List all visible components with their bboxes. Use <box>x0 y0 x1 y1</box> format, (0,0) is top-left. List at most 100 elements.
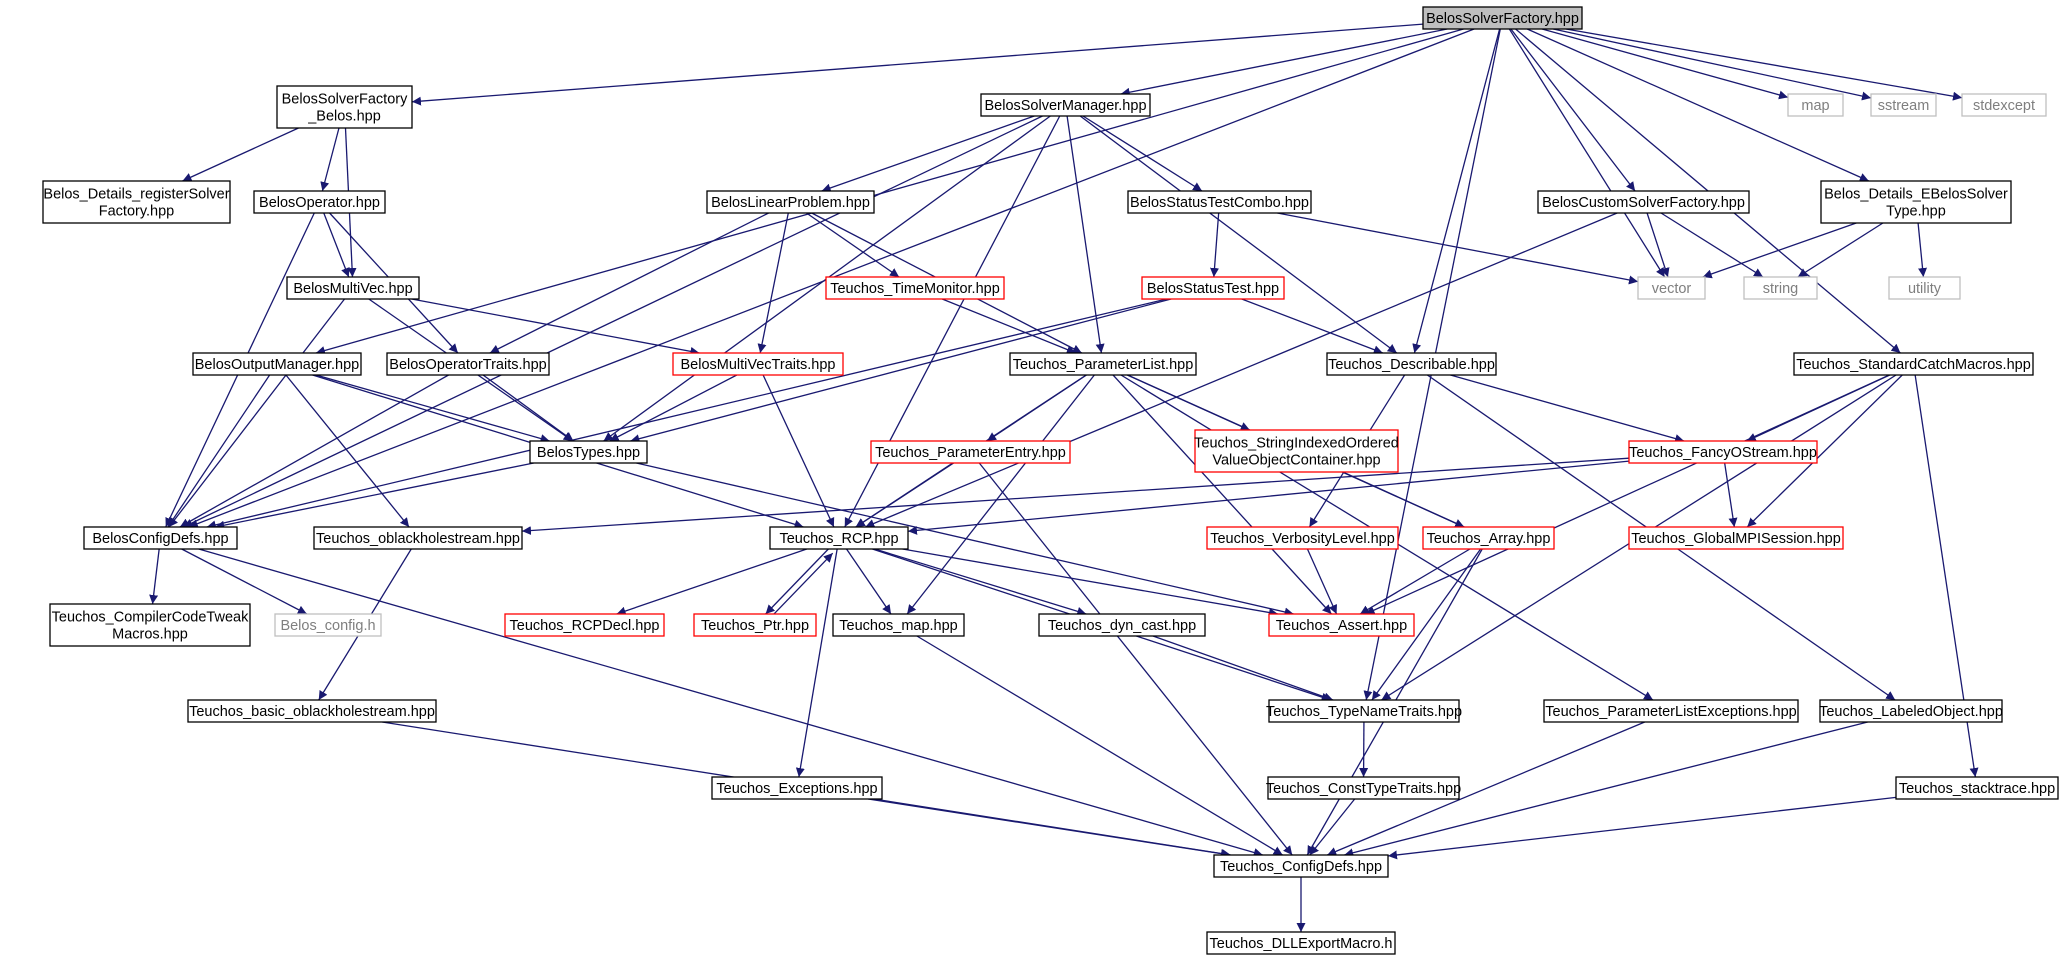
node-label: BelosOperator.hpp <box>259 195 380 211</box>
node-box <box>1628 440 1818 464</box>
node-belos-custom-solver-factory[interactable]: BelosCustomSolverFactory.hpp <box>1537 190 1750 214</box>
node-teuchos-map[interactable]: Teuchos_map.hpp <box>832 613 965 637</box>
node-label: Teuchos_map.hpp <box>839 618 958 634</box>
edge-teuchos-stacktrace-to-teuchos-config-defs <box>1387 796 1897 860</box>
node-teuchos-assert[interactable]: Teuchos_Assert.hpp <box>1268 613 1415 637</box>
node-teuchos-rcp[interactable]: Teuchos_RCP.hpp <box>769 526 909 550</box>
node-belos-status-test-combo[interactable]: BelosStatusTestCombo.hpp <box>1127 190 1312 214</box>
node-vector[interactable]: vector <box>1637 276 1706 300</box>
node-belos-linear-problem[interactable]: BelosLinearProblem.hpp <box>706 190 875 214</box>
node-label: BelosConfigDefs.hpp <box>92 531 228 547</box>
node-teuchos-verbosity-level[interactable]: Teuchos_VerbosityLevel.hpp <box>1206 526 1399 550</box>
node-belos-solver-manager[interactable]: BelosSolverManager.hpp <box>980 93 1151 117</box>
node-belos-solver-factory-belos[interactable]: BelosSolverFactory_Belos.hpp <box>276 85 413 129</box>
edge-belos-details-ebelos-solver-type-to-utility <box>1917 222 1928 278</box>
node-belos-multi-vec-traits[interactable]: BelosMultiVecTraits.hpp <box>672 352 844 376</box>
node-label: Teuchos_stacktrace.hpp <box>1899 781 2055 797</box>
node-teuchos-exceptions[interactable]: Teuchos_Exceptions.hpp <box>711 776 883 800</box>
edge-teuchos-rcp-to-teuchos-map <box>845 548 892 615</box>
node-label: BelosStatusTestCombo.hpp <box>1130 195 1309 211</box>
node-teuchos-labeled-object[interactable]: Teuchos_LabeledObject.hpp <box>1819 699 2003 723</box>
node-label: Teuchos_TimeMonitor.hpp <box>830 281 1000 297</box>
edge-teuchos-exceptions-to-teuchos-config-defs <box>867 798 1231 859</box>
node-stdexcept[interactable]: stdexcept <box>1961 93 2047 117</box>
node-label: BelosSolverManager.hpp <box>984 98 1146 114</box>
node-label: BelosLinearProblem.hpp <box>711 195 870 211</box>
node-teuchos-basic-oblackholestream[interactable]: Teuchos_basic_oblackholestream.hpp <box>187 699 437 723</box>
edge-belos-solver-factory-to-vector <box>1508 28 1666 278</box>
edge-teuchos-parameter-list-exceptions-to-teuchos-config-defs <box>1327 721 1645 856</box>
edge-belos-status-test-to-teuchos-describable <box>1241 298 1384 354</box>
edge-belos-status-test-to-belos-types <box>630 298 1172 444</box>
node-box <box>980 93 1151 117</box>
node-label: Belos_config.h <box>280 618 375 634</box>
node-box <box>1268 699 1460 723</box>
node-teuchos-rcp-decl[interactable]: Teuchos_RCPDecl.hpp <box>504 613 665 637</box>
node-layer: BelosSolverFactory.hppBelosSolverFactory… <box>42 6 2059 955</box>
node-teuchos-time-monitor[interactable]: Teuchos_TimeMonitor.hpp <box>825 276 1005 300</box>
node-label: Teuchos_ConstTypeTraits.hpp <box>1266 781 1461 797</box>
node-teuchos-const-type-traits[interactable]: Teuchos_ConstTypeTraits.hpp <box>1266 776 1461 800</box>
edge-belos-status-test-combo-to-belos-status-test <box>1210 212 1220 278</box>
node-belos-status-test[interactable]: BelosStatusTest.hpp <box>1141 276 1285 300</box>
node-box <box>1888 276 1961 300</box>
node-sstream[interactable]: sstream <box>1870 93 1937 117</box>
node-teuchos-dyn-cast[interactable]: Teuchos_dyn_cast.hpp <box>1038 613 1206 637</box>
node-teuchos-type-name-traits[interactable]: Teuchos_TypeNameTraits.hpp <box>1266 699 1462 723</box>
node-box <box>711 776 883 800</box>
edge-belos-solver-factory-to-belos-output-manager <box>315 28 1464 355</box>
node-teuchos-standard-catch-macros[interactable]: Teuchos_StandardCatchMacros.hpp <box>1793 352 2034 376</box>
node-teuchos-fancy-ostream[interactable]: Teuchos_FancyOStream.hpp <box>1628 440 1818 464</box>
edge-teuchos-verbosity-level-to-teuchos-assert <box>1306 548 1338 615</box>
node-teuchos-ptr[interactable]: Teuchos_Ptr.hpp <box>693 613 817 637</box>
node-box <box>1743 276 1818 300</box>
edge-teuchos-rcp-to-teuchos-rcp-decl <box>616 548 808 616</box>
node-label: Teuchos_StringIndexedOrdered <box>1194 436 1399 452</box>
node-label: Teuchos_FancyOStream.hpp <box>1629 445 1817 461</box>
node-label: Teuchos_Describable.hpp <box>1328 357 1495 373</box>
node-teuchos-array[interactable]: Teuchos_Array.hpp <box>1422 526 1555 550</box>
node-teuchos-parameter-list-exceptions[interactable]: Teuchos_ParameterListExceptions.hpp <box>1543 699 1799 723</box>
node-map[interactable]: map <box>1787 93 1844 117</box>
node-string[interactable]: string <box>1743 276 1818 300</box>
node-belos-operator[interactable]: BelosOperator.hpp <box>253 190 386 214</box>
node-label: Teuchos_dyn_cast.hpp <box>1048 618 1196 634</box>
node-teuchos-global-mpi-session[interactable]: Teuchos_GlobalMPISession.hpp <box>1628 526 1844 550</box>
node-belos-types[interactable]: BelosTypes.hpp <box>529 440 648 464</box>
node-belos-config-defs[interactable]: BelosConfigDefs.hpp <box>83 526 238 550</box>
edge-belos-operator-to-belos-multi-vec <box>323 212 350 278</box>
node-teuchos-parameter-entry[interactable]: Teuchos_ParameterEntry.hpp <box>870 440 1071 464</box>
node-box <box>825 276 1005 300</box>
node-teuchos-parameter-list[interactable]: Teuchos_ParameterList.hpp <box>1009 352 1197 376</box>
edge-teuchos-time-monitor-to-teuchos-parameter-list <box>941 298 1077 354</box>
node-belos-output-manager[interactable]: BelosOutputManager.hpp <box>192 352 362 376</box>
node-box <box>1537 190 1750 214</box>
node-teuchos-dll-export-macro[interactable]: Teuchos_DLLExportMacro.h <box>1206 931 1396 955</box>
edge-teuchos-rcp-to-teuchos-dyn-cast <box>874 548 1087 616</box>
node-belos-operator-traits[interactable]: BelosOperatorTraits.hpp <box>386 352 550 376</box>
edge-belos-types-to-teuchos-assert <box>636 462 1294 617</box>
node-label: Belos_Details_registerSolver <box>43 187 229 203</box>
node-utility[interactable]: utility <box>1888 276 1961 300</box>
node-label: Type.hpp <box>1886 204 1946 220</box>
node-belos-solver-factory[interactable]: BelosSolverFactory.hpp <box>1422 6 1583 30</box>
edge-belos-linear-problem-to-teuchos-time-monitor <box>806 212 900 278</box>
node-box <box>1819 699 2003 723</box>
node-teuchos-stacktrace[interactable]: Teuchos_stacktrace.hpp <box>1895 776 2059 800</box>
node-box <box>386 352 550 376</box>
node-label: Teuchos_CompilerCodeTweak <box>52 610 249 626</box>
node-belos-config-h[interactable]: Belos_config.h <box>274 613 382 637</box>
node-label: utility <box>1908 281 1942 297</box>
node-teuchos-oblackholestream[interactable]: Teuchos_oblackholestream.hpp <box>313 526 523 550</box>
edge-belos-custom-solver-factory-to-string <box>1660 212 1764 278</box>
node-belos-multi-vec[interactable]: BelosMultiVec.hpp <box>286 276 420 300</box>
node-teuchos-config-defs[interactable]: Teuchos_ConfigDefs.hpp <box>1213 854 1389 878</box>
edge-teuchos-labeled-object-to-teuchos-config-defs <box>1344 721 1868 858</box>
node-teuchos-describable[interactable]: Teuchos_Describable.hpp <box>1326 352 1497 376</box>
node-teuchos-string-indexed-ordered[interactable]: Teuchos_StringIndexedOrderedValueObjectC… <box>1194 429 1399 473</box>
node-label: Teuchos_ConfigDefs.hpp <box>1220 859 1382 875</box>
edge-teuchos-rcp-to-teuchos-ptr <box>765 548 829 615</box>
